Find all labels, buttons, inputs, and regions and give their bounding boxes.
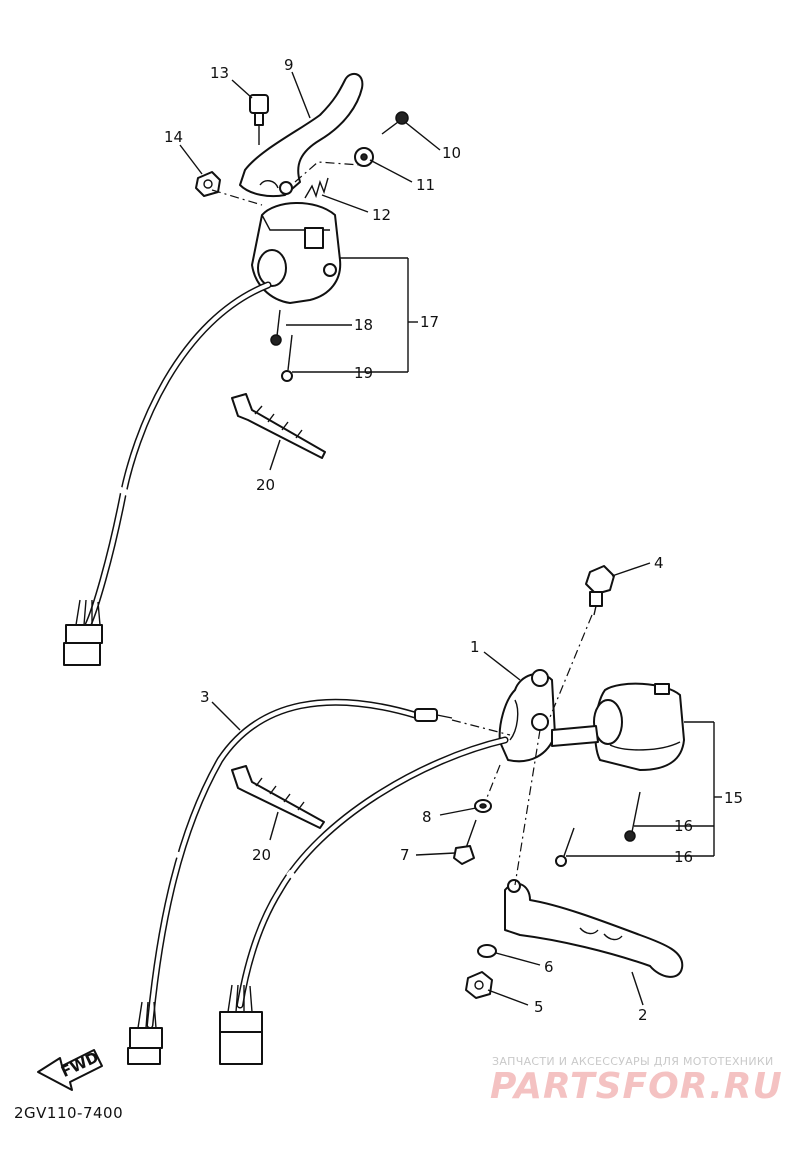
callout-4: 4 (654, 554, 664, 572)
leader-12 (321, 194, 369, 213)
callout-8: 8 (422, 808, 432, 826)
callout-14: 14 (164, 128, 183, 146)
callout-19: 19 (354, 364, 373, 382)
leader-2 (631, 971, 644, 1006)
leader-20-upper (269, 439, 281, 471)
callout-6: 6 (544, 958, 554, 976)
screw-18 (270, 309, 282, 346)
callout-labels: 1 2 3 4 5 6 7 8 9 10 11 12 13 14 15 16 1… (164, 56, 743, 1024)
callout-3: 3 (200, 688, 210, 706)
screw-19 (281, 334, 293, 382)
watermark-tagline: ЗАПЧАСТИ И АКСЕССУАРЫ ДЛЯ МОТОТЕХНИКИ (492, 1055, 774, 1068)
callout-17: 17 (420, 313, 439, 331)
nut-14 (195, 171, 221, 197)
bolt-13 (249, 94, 269, 145)
callout-15: 15 (724, 789, 743, 807)
lower-connector-right (219, 984, 263, 1065)
callout-1: 1 (470, 638, 480, 656)
nut-11 (354, 147, 374, 167)
callout-10: 10 (442, 144, 461, 162)
leader-9 (291, 71, 311, 119)
cable-tie-20-upper (231, 393, 326, 459)
assembly-line-lower-2 (514, 729, 541, 886)
leader-3 (211, 701, 241, 731)
cable-3 (146, 698, 453, 1029)
assembly-line-lower-1 (547, 614, 593, 723)
leader-8 (439, 807, 477, 816)
screw-16-a (624, 791, 641, 842)
callout-2: 2 (638, 1006, 648, 1024)
callout-11: 11 (416, 176, 435, 194)
callout-20-upper: 20 (256, 476, 275, 494)
document-code: 2GV110-7400 (14, 1104, 124, 1122)
leader-11 (369, 159, 413, 183)
upper-connector (63, 599, 103, 666)
callout-16a: 16 (674, 817, 693, 835)
leader-1 (483, 651, 521, 681)
assembly-line-upper-1 (211, 189, 263, 206)
fwd-arrow-icon: FWD (37, 1048, 103, 1091)
bolt-7 (453, 819, 477, 865)
lever-2 (504, 879, 684, 978)
callout-20-lower: 20 (252, 846, 271, 864)
nut-5 (465, 971, 493, 999)
pin-6 (477, 944, 497, 958)
callout-9: 9 (284, 56, 294, 74)
bracket-15 (566, 721, 722, 857)
callout-16b: 16 (674, 848, 693, 866)
bracket-17 (286, 257, 418, 373)
leader-10 (404, 121, 441, 151)
assembly-line-upper-2 (294, 161, 361, 183)
lower-connector-left (127, 1001, 163, 1065)
leader-6 (495, 952, 541, 966)
lever-9 (239, 72, 364, 198)
leader-7 (415, 852, 456, 856)
bolt-4 (585, 565, 615, 616)
watermark-brand: PARTSFOR.RU (490, 1066, 783, 1107)
washer-8 (474, 799, 492, 813)
leader-14 (179, 144, 203, 175)
cable-tie-20-lower (231, 765, 325, 829)
handlebar-stub (551, 725, 599, 747)
switch-housing-17 (251, 202, 342, 304)
bracket-1 (498, 669, 556, 763)
callout-18: 18 (354, 316, 373, 334)
leader-4 (611, 562, 651, 577)
callout-13: 13 (210, 64, 229, 82)
callout-12: 12 (372, 206, 391, 224)
upper-cable (84, 281, 272, 629)
leader-13 (231, 79, 253, 99)
callout-5: 5 (534, 998, 544, 1016)
screw-10 (381, 111, 409, 135)
leader-5 (487, 989, 529, 1006)
leader-20-lower (269, 811, 279, 841)
switch-cable-lower (236, 736, 509, 1009)
callout-7: 7 (400, 846, 410, 864)
assembly-line-lower-3 (485, 764, 501, 801)
switch-housing-15 (593, 682, 685, 771)
spring-12 (304, 177, 329, 199)
screw-16-b (555, 827, 575, 867)
